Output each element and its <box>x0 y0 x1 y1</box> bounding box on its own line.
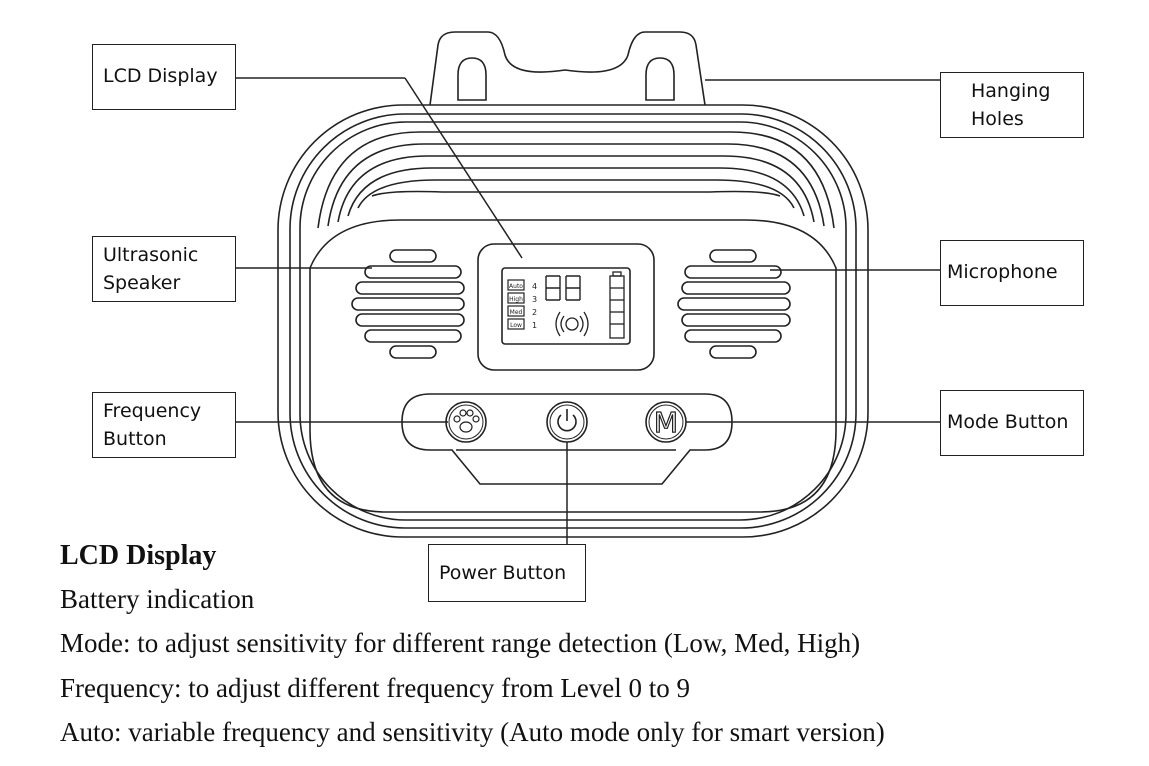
description-line-frequency: Frequency: to adjust different frequency… <box>60 673 691 703</box>
mode-button-letter: M <box>654 406 678 439</box>
hanging-bracket <box>429 31 706 106</box>
lcd-level-number-1: 1 <box>532 321 537 330</box>
hanging-hole-right <box>645 57 675 101</box>
callout-hanging-holes: Hanging Holes <box>940 72 1084 138</box>
button-panel <box>401 393 733 485</box>
top-vents <box>317 131 835 229</box>
leader-lines <box>235 77 940 545</box>
callout-mode-button: Mode Button <box>940 390 1084 456</box>
device-housing <box>277 104 869 538</box>
microphone-grill <box>677 249 791 359</box>
lcd-level-label-high: High <box>509 296 523 303</box>
callout-ultrasonic-speaker: Ultrasonic Speaker <box>92 236 236 302</box>
description-line-battery: Battery indication <box>60 584 255 614</box>
hanging-hole-left <box>457 57 487 101</box>
description-title: LCD Display <box>60 540 217 571</box>
callout-microphone: Microphone <box>940 240 1084 306</box>
ultrasonic-speaker-grill <box>351 249 465 359</box>
lcd-level-labels <box>507 279 525 330</box>
lcd-level-label-auto: Auto <box>509 283 523 290</box>
lcd-ultrasonic-wave-icon <box>555 311 589 337</box>
lcd-display <box>477 243 655 371</box>
lcd-level-number-2: 2 <box>532 308 537 317</box>
front-panel <box>309 219 837 513</box>
lcd-level-number-3: 3 <box>532 295 537 304</box>
callout-lcd-display: LCD Display <box>92 44 236 110</box>
paw-icon <box>453 409 480 433</box>
lcd-level-label-med: Med <box>510 309 523 316</box>
callout-power-button: Power Button <box>428 544 586 602</box>
power-button[interactable] <box>546 401 588 443</box>
lcd-level-number-4: 4 <box>532 282 537 291</box>
lcd-battery-icon <box>609 271 625 339</box>
power-icon <box>557 409 577 432</box>
description-line-auto: Auto: variable frequency and sensitivity… <box>60 717 885 747</box>
callout-frequency-button: Frequency Button <box>92 392 236 458</box>
lcd-seven-segment-digits <box>545 275 581 301</box>
lcd-level-label-low: Low <box>510 322 522 329</box>
description-line-mode: Mode: to adjust sensitivity for differen… <box>60 628 861 658</box>
frequency-button[interactable] <box>445 401 487 443</box>
